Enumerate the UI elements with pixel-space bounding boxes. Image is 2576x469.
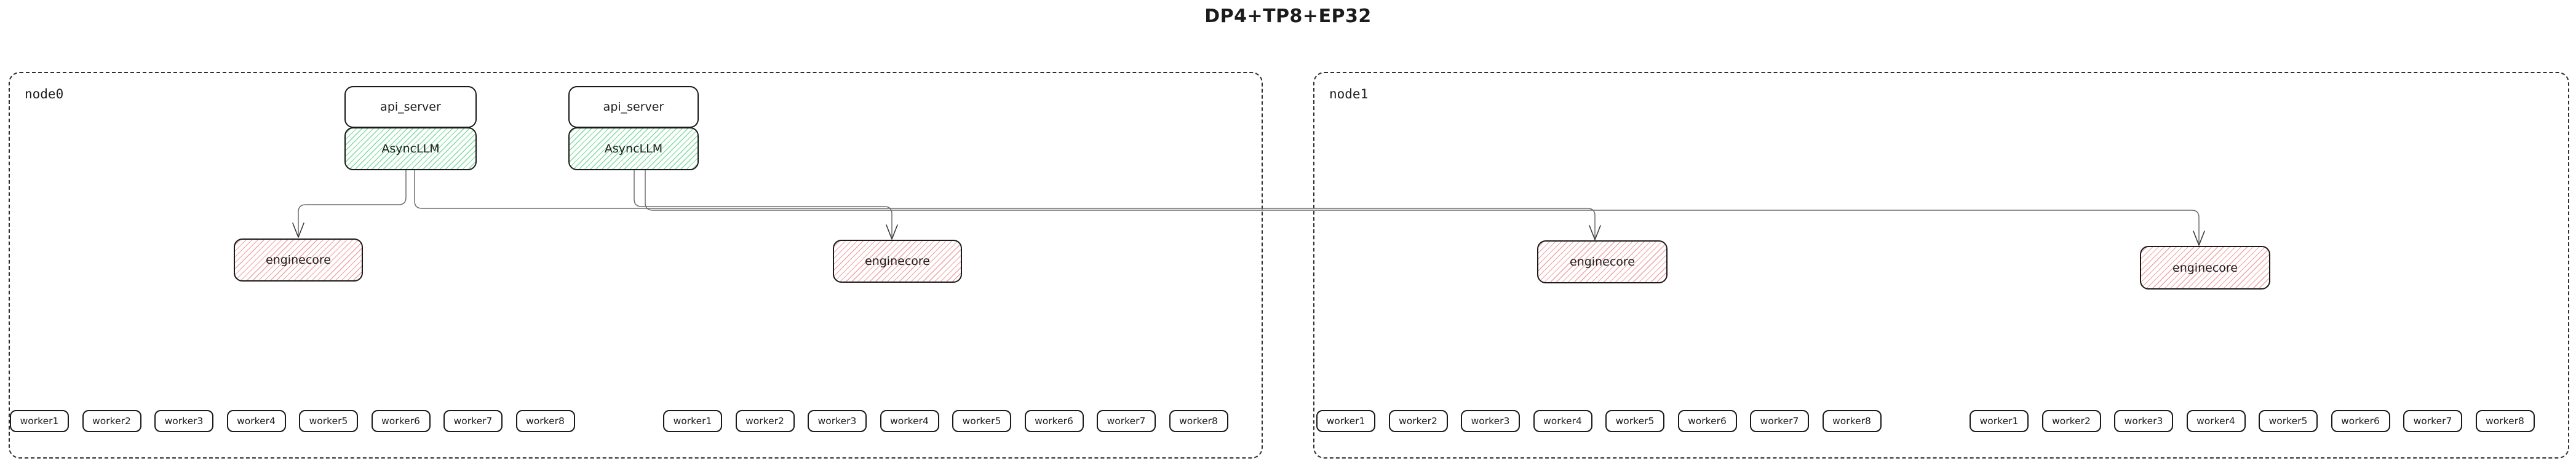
- node1-container: node1: [1313, 72, 2569, 459]
- enginecore-box-1: enginecore: [833, 240, 962, 283]
- worker-box: worker2: [1388, 410, 1448, 432]
- api-server-box-1: api_server: [568, 86, 699, 128]
- worker-box: worker7: [443, 410, 503, 432]
- enginecore-box-3: enginecore: [2140, 246, 2270, 290]
- asyncllm-box-0: AsyncLLM: [344, 127, 477, 170]
- worker-box: worker6: [371, 410, 431, 432]
- worker-box: worker6: [1024, 410, 1084, 432]
- worker-box: worker4: [226, 410, 286, 432]
- worker-box: worker1: [1316, 410, 1375, 432]
- worker-box: worker7: [2403, 410, 2462, 432]
- worker-box: worker3: [154, 410, 213, 432]
- api-server-box-0: api_server: [344, 86, 477, 128]
- worker-box: worker5: [1605, 410, 1664, 432]
- worker-box: worker3: [1461, 410, 1520, 432]
- worker-box: worker5: [299, 410, 358, 432]
- asyncllm-box-1: AsyncLLM: [568, 127, 699, 170]
- worker-box: worker5: [2259, 410, 2318, 432]
- worker-box: worker7: [1097, 410, 1156, 432]
- worker-box: worker1: [10, 410, 69, 432]
- worker-box: worker4: [1533, 410, 1592, 432]
- worker-box: worker1: [1970, 410, 2029, 432]
- worker-box: worker5: [952, 410, 1011, 432]
- worker-box: worker1: [663, 410, 722, 432]
- diagram-title: DP4+TP8+EP32: [1204, 6, 1372, 27]
- worker-box: worker8: [2475, 410, 2535, 432]
- worker-box: worker8: [1822, 410, 1882, 432]
- worker-box: worker3: [2114, 410, 2173, 432]
- worker-box: worker2: [735, 410, 795, 432]
- worker-box: worker7: [1750, 410, 1809, 432]
- worker-box: worker2: [82, 410, 141, 432]
- node0-label: node0: [25, 87, 64, 101]
- worker-box: worker6: [2331, 410, 2390, 432]
- worker-box: worker8: [1169, 410, 1228, 432]
- worker-box: worker4: [2186, 410, 2246, 432]
- worker-box: worker3: [808, 410, 867, 432]
- worker-box: worker6: [1677, 410, 1737, 432]
- worker-box: worker4: [880, 410, 939, 432]
- worker-box: worker2: [2041, 410, 2101, 432]
- worker-box: worker8: [515, 410, 575, 432]
- enginecore-box-0: enginecore: [234, 238, 363, 282]
- enginecore-box-2: enginecore: [1537, 240, 1668, 283]
- node1-label: node1: [1329, 87, 1369, 101]
- node0-container: node0: [9, 72, 1263, 459]
